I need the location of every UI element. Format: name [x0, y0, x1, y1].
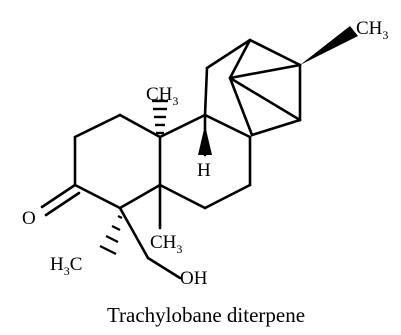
label-methyl-left: H3C: [50, 254, 82, 278]
label-methyl-bottom: CH3: [150, 232, 182, 256]
caption: Trachylobane diterpene: [107, 303, 305, 327]
label-hydroxyl: OH: [180, 268, 208, 289]
ring-b: [158, 113, 252, 210]
hashed-bond-left-methyl: [99, 215, 123, 255]
label-oxygen: O: [22, 208, 36, 229]
wedge-bond-hydrogen: [198, 125, 212, 155]
ring-a: [73, 113, 162, 210]
label-methyl-top-right: CH3: [356, 18, 388, 42]
bond-to-hydroxymethyl: [118, 206, 150, 260]
label-methyl-top: CH3: [146, 84, 178, 108]
cage-rings: [203, 38, 302, 137]
bond-to-hydroxyl: [146, 256, 182, 280]
wedge-bond-top-right: [300, 26, 358, 65]
label-hydrogen: H: [197, 160, 211, 181]
ketone-bond: [40, 183, 81, 217]
hashed-bond-top-methyl: [152, 99, 168, 135]
